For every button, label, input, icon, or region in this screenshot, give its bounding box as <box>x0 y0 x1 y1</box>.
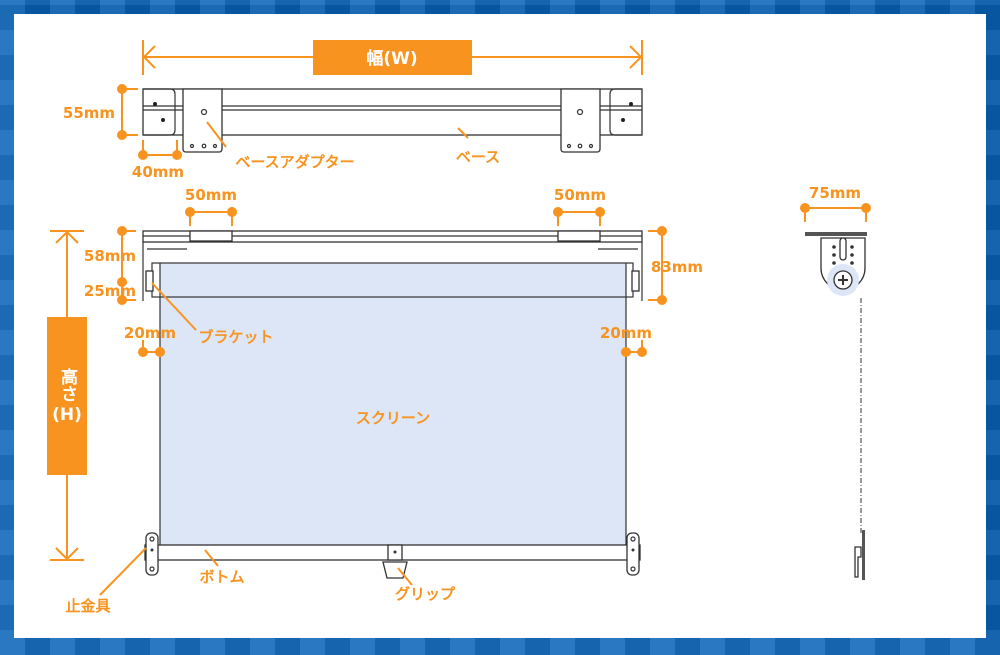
height-label-2: (H) <box>52 405 82 425</box>
dim-25mm-label: 25mm <box>84 282 136 300</box>
base-adapter-label: ベースアダプター <box>235 153 354 171</box>
screen <box>160 263 626 545</box>
width-arrow: 幅(W) <box>142 40 643 75</box>
side-bracket <box>805 232 867 296</box>
base-rail <box>142 88 643 136</box>
top-rail <box>142 230 643 301</box>
dim-50mm-left-label: 50mm <box>185 186 237 204</box>
side-bottom-bar <box>854 530 865 580</box>
top-view: 幅(W) 55mm <box>63 40 643 181</box>
stopper-label: 止金具 <box>65 597 110 615</box>
dim-58mm-label: 58mm <box>84 247 136 265</box>
base-adapter-right <box>560 88 601 153</box>
side-view: 75mm <box>800 184 871 580</box>
bracket-label: ブラケット <box>198 328 273 346</box>
dim-20mm-left-label: 20mm <box>124 324 176 342</box>
dim-50mm-left: 50mm <box>185 186 237 226</box>
dim-40mm-label: 40mm <box>132 163 184 181</box>
width-label: 幅(W) <box>366 48 417 69</box>
grip-label: グリップ <box>395 585 456 603</box>
screen-label: スクリーン <box>356 409 430 427</box>
dim-40mm: 40mm <box>132 140 184 181</box>
dim-55mm: 55mm <box>63 84 138 140</box>
dim-58-25: 58mm 25mm <box>84 226 136 305</box>
dim-20mm-left: 20mm <box>124 324 176 357</box>
dim-50mm-right: 50mm <box>553 186 606 226</box>
bottom-label: ボトム <box>199 568 244 586</box>
height-arrow: 高さ (H) <box>47 230 87 561</box>
base-adapter-left <box>182 88 223 153</box>
dim-83mm: 83mm <box>648 226 703 305</box>
dim-75mm: 75mm <box>800 184 871 222</box>
dim-20mm-right-label: 20mm <box>600 324 652 342</box>
dim-20mm-right: 20mm <box>600 324 652 357</box>
height-label-1: 高さ <box>57 367 78 402</box>
dim-55mm-label: 55mm <box>63 104 115 122</box>
dim-83mm-label: 83mm <box>651 258 703 276</box>
dim-75mm-label: 75mm <box>809 184 861 202</box>
dim-50mm-right-label: 50mm <box>554 186 606 204</box>
grip <box>382 544 408 579</box>
base-label: ベース <box>456 148 500 166</box>
front-view: 50mm 50mm 58mm 25mm 83mm 20mm <box>47 186 703 615</box>
